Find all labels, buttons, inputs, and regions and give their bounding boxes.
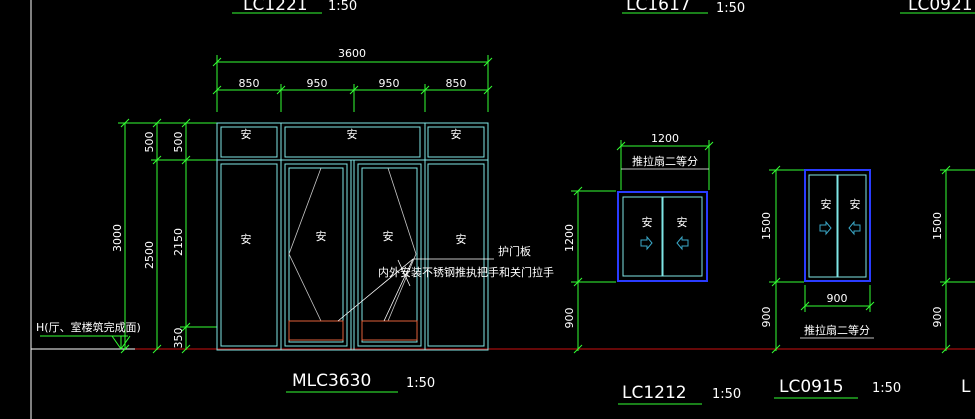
lc1212-height-sill: 900 (563, 308, 576, 329)
door-mlc3630[interactable]: 3600 850 950 950 850 3000 500 2500 500 2… (36, 47, 554, 393)
window-partial-right[interactable]: 1500 900 L (931, 165, 975, 397)
lc0915-note: 推拉扇二等分 (804, 323, 870, 337)
lc1212-arrow-right-icon (640, 235, 653, 251)
mlc3630-pane-label-7: 安 (456, 232, 467, 246)
top-label-left-scale: 1:50 (328, 0, 357, 14)
mlc3630-title: MLC3630 (292, 371, 371, 391)
top-label-mid-scale: 1:50 (716, 1, 745, 16)
partial-right-title: L (961, 377, 971, 397)
lc0915-arrow-left-icon (848, 220, 861, 236)
lc1212-width: 1200 (651, 132, 679, 145)
mlc3630-height-inner-2: 2150 (172, 228, 185, 256)
lc1212-height-window: 1200 (563, 224, 576, 252)
mlc3630-left-dimensions (118, 118, 217, 354)
partial-right-height-window: 1500 (931, 212, 944, 240)
mlc3630-height-total: 3000 (111, 224, 124, 252)
mlc3630-height-inner-3: 350 (172, 328, 185, 349)
mlc3630-leaders (337, 258, 494, 322)
mlc3630-ground-label: H(厅、室楼筑完成面) (36, 320, 141, 334)
lc0915-height-sill: 900 (760, 307, 773, 328)
mlc3630-kick-plates (288, 320, 418, 341)
mlc3630-top-dimensions (212, 55, 493, 112)
top-label-lc1221: LC1221 1:50 (232, 0, 357, 15)
mlc3630-frame (216, 122, 489, 351)
mlc3630-width-total: 3600 (338, 47, 366, 60)
mlc3630-width-1: 850 (239, 77, 260, 90)
mlc3630-pane-label-2: 安 (347, 127, 358, 141)
lc0915-frame (804, 169, 871, 282)
lc1212-frame (617, 191, 708, 282)
lc0915-scale: 1:50 (872, 381, 901, 396)
lc0915-arrow-right-icon (819, 220, 832, 236)
mlc3630-pane-label-5: 安 (316, 229, 327, 243)
partial-right-height-sill: 900 (931, 307, 944, 328)
lc0915-pane-label-2: 安 (850, 197, 861, 211)
mlc3630-width-3: 950 (379, 77, 400, 90)
mlc3630-pane-label-6: 安 (383, 229, 394, 243)
lc1212-title: LC1212 (622, 383, 687, 403)
mlc3630-scale: 1:50 (406, 376, 435, 391)
mlc3630-height-inner-1: 500 (172, 132, 185, 153)
lc1212-pane-label-1: 安 (642, 215, 653, 229)
lc1212-pane-label-2: 安 (677, 215, 688, 229)
top-label-mid: LC1617 (626, 0, 691, 15)
mlc3630-pane-label-4: 安 (241, 232, 252, 246)
lc1212-arrow-left-icon (676, 235, 689, 251)
partial-right-dimensions (940, 165, 975, 354)
mlc3630-height-left-2: 2500 (143, 241, 156, 269)
lc0915-pane-label-1: 安 (821, 197, 832, 211)
lc0915-width: 900 (827, 292, 848, 305)
top-label-lc0921: LC0921 (900, 0, 975, 15)
lc0915-height-window: 1500 (760, 212, 773, 240)
lc1212-dimensions (571, 140, 714, 354)
lc1212-scale: 1:50 (712, 387, 741, 402)
top-label-right: LC0921 (908, 0, 973, 15)
window-lc1212[interactable]: 1200 推拉扇二等分 1200 900 安 安 LC1212 1:50 (563, 132, 741, 405)
mlc3630-width-4: 850 (446, 77, 467, 90)
mlc3630-annotation-2: 内外安装不锈钢推执把手和关门拉手 (378, 265, 554, 279)
mlc3630-width-2: 950 (307, 77, 328, 90)
lc1212-note: 推拉扇二等分 (632, 154, 698, 168)
mlc3630-ground-mark (40, 335, 131, 350)
top-label-left: LC1221 (243, 0, 308, 15)
mlc3630-pane-label-3: 安 (451, 127, 462, 141)
mlc3630-annotation-1: 护门板 (498, 244, 531, 258)
top-label-lc1617: LC1617 1:50 (622, 0, 745, 16)
window-lc0915[interactable]: 1500 900 安 安 900 推拉扇二等分 LC0915 1:50 (760, 165, 901, 399)
mlc3630-pane-label-1: 安 (241, 127, 252, 141)
mlc3630-swing-lines (288, 167, 417, 322)
mlc3630-height-left-1: 500 (143, 132, 156, 153)
lc0915-dimensions (769, 165, 875, 354)
lc0915-title: LC0915 (779, 377, 844, 397)
